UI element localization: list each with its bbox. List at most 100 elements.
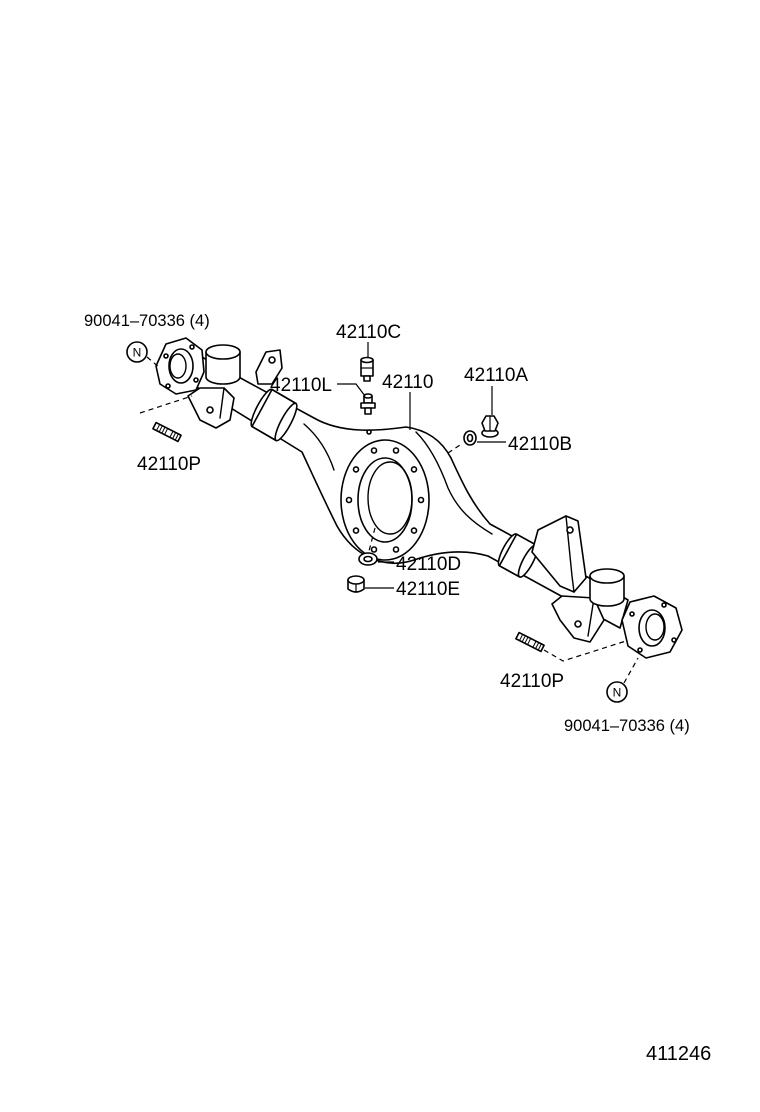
callout-label: 42110 (382, 372, 433, 393)
flange-bore (168, 348, 194, 384)
stud-thread (158, 425, 163, 433)
symbol-label: N (613, 686, 622, 700)
bolt-hole (392, 447, 400, 454)
left-spring-bracket (187, 387, 235, 429)
flange-hole (661, 602, 667, 608)
bolt-hole (410, 527, 418, 534)
bolt-hole (345, 496, 353, 504)
flange-bore-inner (645, 613, 665, 641)
callout-label: 42110A (464, 365, 528, 386)
flange-hole (165, 383, 171, 389)
dashed-line (368, 527, 376, 552)
flange-hole (193, 377, 199, 383)
axle-housing (155, 337, 683, 659)
stud-thread (519, 634, 524, 641)
right-end-flange (621, 595, 683, 659)
stud-thread (524, 636, 529, 644)
bracket-hole (206, 406, 214, 414)
bracket-hole (566, 526, 574, 534)
circled-n-icon: N (606, 681, 628, 703)
breather-hole (366, 429, 372, 435)
stud-thread (527, 638, 532, 645)
stud-thread (161, 426, 166, 434)
callout-label: 42110L (270, 375, 332, 396)
callout-labels: 90041–70336 (4) 42110P 42110C 42110L 421… (84, 312, 690, 735)
stud-thread (164, 428, 169, 435)
fitting-cap (363, 393, 373, 399)
right-spring-bracket (551, 595, 605, 643)
seat-top (205, 344, 241, 360)
dashed-line (623, 657, 639, 684)
symbol-label: N (133, 346, 142, 360)
stud-thread (521, 635, 526, 643)
carrier-opening-depth (367, 461, 413, 535)
dashed-guide-lines (139, 356, 639, 684)
callout-label: 90041–70336 (4) (564, 717, 690, 735)
gasket-inner (363, 555, 373, 563)
callout-label: 42110D (396, 554, 461, 575)
flange-hole (671, 637, 677, 643)
dashed-line (543, 640, 627, 662)
bracket-fold (219, 387, 225, 419)
stud-thread (174, 433, 179, 441)
callout-label: 90041–70336 (4) (84, 312, 210, 330)
flange-hole (629, 611, 635, 617)
dashed-line (146, 356, 161, 369)
filler-gasket (463, 430, 477, 446)
callout-label: 42110B (508, 434, 572, 455)
bolt-hole (352, 466, 360, 473)
stud-thread (156, 424, 161, 431)
stud-thread (535, 642, 540, 649)
seat-body (589, 575, 625, 607)
housing-rear-contour (415, 431, 493, 535)
flange-hole (637, 647, 643, 653)
right-spring-seat (589, 568, 625, 607)
bolt-hole (370, 447, 378, 454)
right-stud (515, 631, 545, 653)
symbol-circle (126, 341, 148, 363)
callout-label: 42110P (137, 454, 201, 475)
left-spring-seat (205, 344, 241, 385)
flange-bore-inner (169, 353, 187, 379)
dashed-line (139, 395, 193, 414)
stud-thread (172, 432, 177, 439)
bolt-hole (352, 527, 360, 534)
leader-line (337, 383, 366, 397)
callout-label: 42110E (396, 579, 460, 600)
symbol-circle (606, 681, 628, 703)
plug-top (347, 575, 365, 585)
collar-band-lines (251, 388, 297, 442)
right-shock-bracket (531, 515, 587, 593)
bracket-fold (587, 597, 595, 637)
bolt-hole (370, 546, 378, 553)
gasket-inner (466, 433, 474, 443)
stud-thread (169, 430, 174, 438)
left-tube-collar (250, 388, 298, 442)
left-end-flange (155, 337, 205, 395)
figure-number: 411246 (646, 1043, 711, 1065)
left-shock-bracket (255, 349, 283, 385)
bolt-hole (417, 496, 425, 504)
seat-top (589, 568, 625, 584)
collar-edge (274, 402, 298, 442)
filler-plug (481, 415, 499, 438)
plug-top (360, 356, 374, 364)
collar-band-lines (498, 533, 538, 578)
bracket-fold (565, 515, 575, 593)
circled-n-icon: N (126, 341, 148, 363)
leader-lines (337, 342, 506, 589)
flange-hole (189, 344, 195, 350)
breather-plug (360, 356, 374, 382)
plug-tip (363, 375, 371, 382)
drain-gasket (358, 552, 378, 566)
bracket-tab (531, 515, 587, 593)
stud-thread (537, 643, 542, 651)
bracket-hole (574, 620, 582, 628)
drain-plug (347, 575, 365, 593)
flange-bore (638, 609, 666, 647)
bracket-hole (268, 356, 276, 364)
breather-fitting (360, 393, 376, 415)
left-stud (152, 421, 182, 443)
callout-label: 42110P (500, 671, 564, 692)
